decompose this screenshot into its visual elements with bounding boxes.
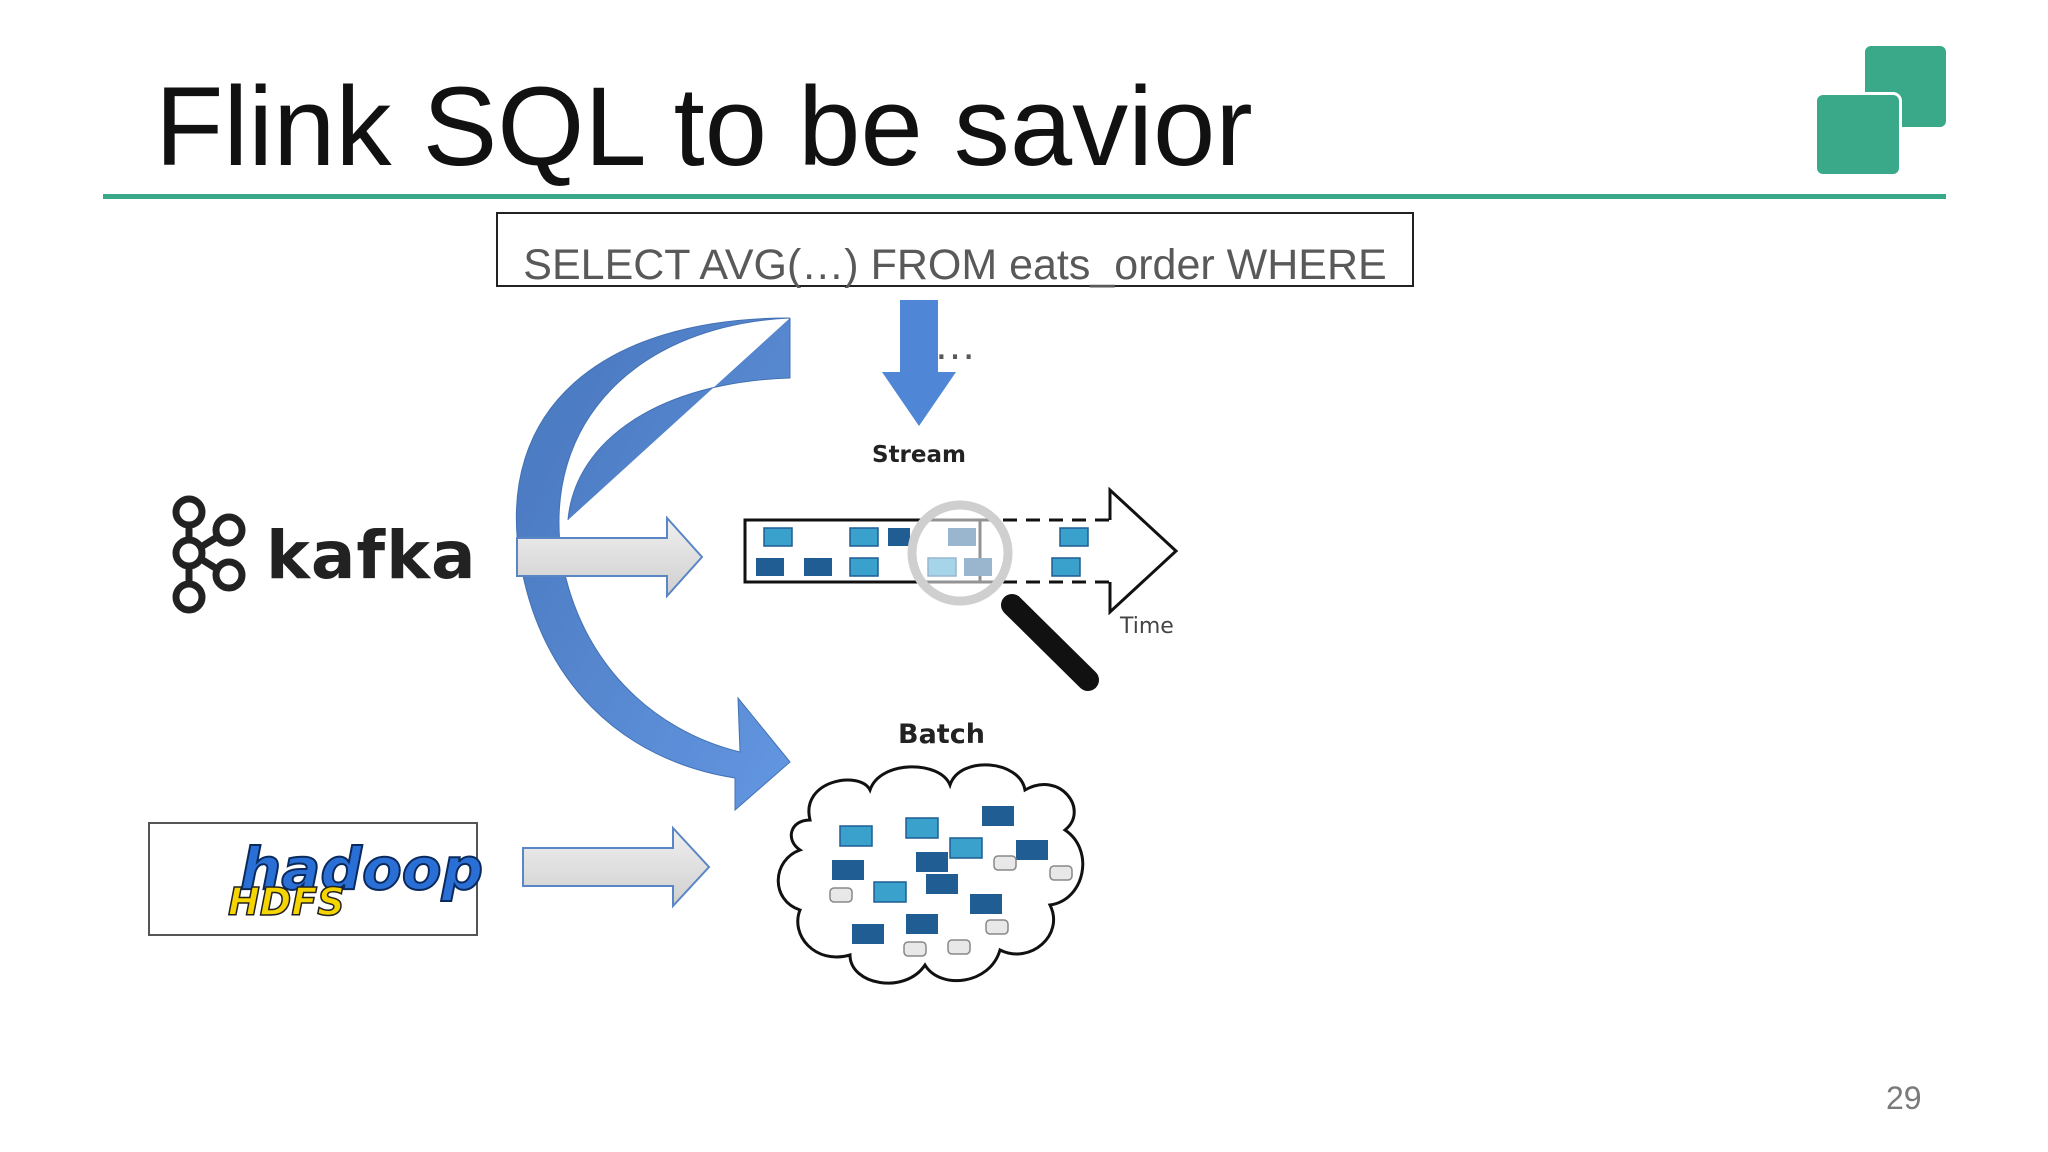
curved-arrow-icon xyxy=(515,317,791,812)
sql-query-box xyxy=(496,212,1414,287)
time-label: Time xyxy=(1120,614,1174,639)
magnifier-icon xyxy=(907,500,1099,691)
hadoop-hdfs-logo xyxy=(148,822,478,936)
sql-query-text: SELECT AVG(…) FROM eats_order WHERE … xyxy=(523,241,1387,369)
kafka-to-stream-arrow-icon xyxy=(516,515,704,599)
stream-icon xyxy=(743,486,1179,616)
slide-title: Flink SQL to be savior xyxy=(155,64,1253,189)
hand-icon xyxy=(829,855,1073,957)
kafka-logo-icon xyxy=(172,495,246,614)
hdfs-to-batch-arrow-icon xyxy=(522,825,711,909)
down-arrow-icon xyxy=(882,300,956,426)
kafka-label: kafka xyxy=(266,517,477,594)
page-number: 29 xyxy=(1886,1080,1922,1116)
cloud-icon xyxy=(776,763,1085,985)
stream-label: Stream xyxy=(872,442,966,468)
hdfs-label: HDFS xyxy=(227,879,345,925)
title-rule xyxy=(103,194,1946,199)
batch-label: Batch xyxy=(898,719,985,750)
brand-logo-square-icon xyxy=(1817,95,1899,174)
hadoop-label: hadoop xyxy=(239,834,484,904)
